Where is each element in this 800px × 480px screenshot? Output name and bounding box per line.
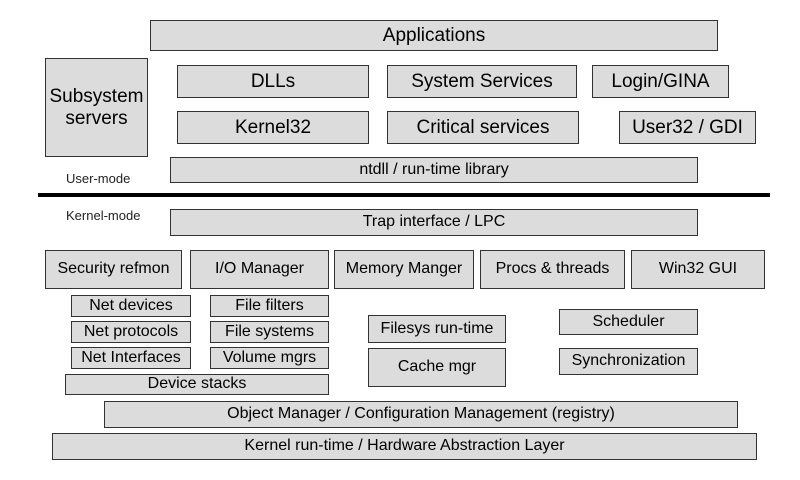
file-systems-box: File systems — [210, 321, 329, 343]
device-stacks-box: Device stacks — [65, 374, 329, 395]
cache-mgr-box: Cache mgr — [368, 348, 506, 387]
net-devices-box: Net devices — [71, 295, 191, 317]
file-filters-box: File filters — [210, 295, 329, 317]
kernel-runtime-hal-box: Kernel run-time / Hardware Abstraction L… — [52, 433, 757, 460]
subsystem-servers-box: Subsystem servers — [45, 58, 148, 157]
scheduler-box: Scheduler — [559, 309, 698, 335]
login-gina-box: Login/GINA — [592, 65, 729, 98]
system-services-box: System Services — [387, 65, 577, 98]
win32-gui-box: Win32 GUI — [631, 250, 765, 289]
object-manager-box: Object Manager / Configuration Managemen… — [104, 401, 738, 428]
net-interfaces-box: Net Interfaces — [71, 347, 191, 369]
dlls-box: DLLs — [177, 65, 369, 98]
kernel-mode-label: Kernel-mode — [66, 208, 141, 223]
io-manager-box: I/O Manager — [190, 250, 329, 289]
security-refmon-box: Security refmon — [45, 250, 182, 289]
applications-box: Applications — [150, 20, 718, 51]
memory-manager-box: Memory Manger — [334, 250, 474, 289]
trap-interface-box: Trap interface / LPC — [170, 209, 698, 236]
user-mode-label: User-mode — [66, 171, 131, 186]
user32-gdi-box: User32 / GDI — [619, 111, 756, 144]
net-protocols-box: Net protocols — [71, 321, 191, 343]
filesys-runtime-box: Filesys run-time — [368, 315, 506, 343]
procs-threads-box: Procs & threads — [480, 250, 625, 289]
ntdll-box: ntdll / run-time library — [170, 157, 698, 183]
volume-mgrs-box: Volume mgrs — [210, 347, 329, 369]
critical-services-box: Critical services — [387, 111, 579, 144]
synchronization-box: Synchronization — [559, 348, 698, 375]
kernel32-box: Kernel32 — [177, 111, 369, 144]
mode-separator-line — [38, 193, 770, 197]
